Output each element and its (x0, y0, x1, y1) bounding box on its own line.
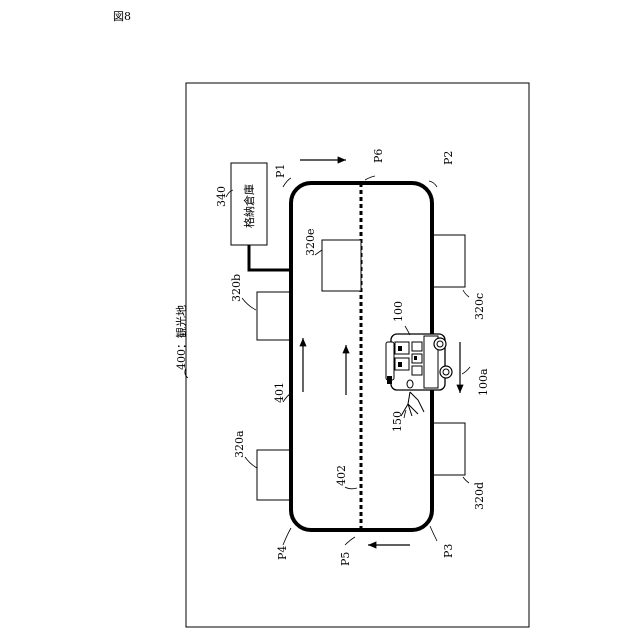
label-320d: 320d (473, 482, 486, 510)
storage-text: 格納倉庫 (242, 184, 256, 228)
spot-320c (432, 235, 465, 287)
label-p4: P4 (276, 546, 289, 560)
storage-connection-path (249, 245, 291, 270)
spot-320e (322, 240, 361, 291)
label-401: 401 (273, 382, 286, 403)
label-p2: P2 (442, 151, 455, 165)
storage-label: 340 (215, 186, 228, 207)
label-100: 100 (392, 301, 405, 322)
label-402: 402 (335, 465, 348, 486)
label-320a: 320a (233, 430, 246, 458)
label-320c: 320c (473, 293, 486, 320)
wheel-front (434, 338, 446, 350)
label-p5: P5 (339, 552, 352, 566)
spot-320a (257, 450, 290, 500)
spot-320d (432, 423, 465, 475)
label-150: 150 (391, 411, 404, 432)
label-p6: P6 (372, 149, 385, 163)
wheel-rear (440, 366, 452, 378)
label-320b: 320b (230, 274, 243, 302)
label-100a: 100a (477, 368, 490, 396)
label-p1: P1 (274, 164, 287, 178)
area-label: 400：観光地 (174, 305, 188, 370)
spot-320b (257, 292, 290, 340)
label-p3: P3 (442, 544, 455, 558)
label-320e: 320e (304, 228, 317, 256)
vehicle (386, 334, 452, 390)
sensor (401, 392, 424, 416)
